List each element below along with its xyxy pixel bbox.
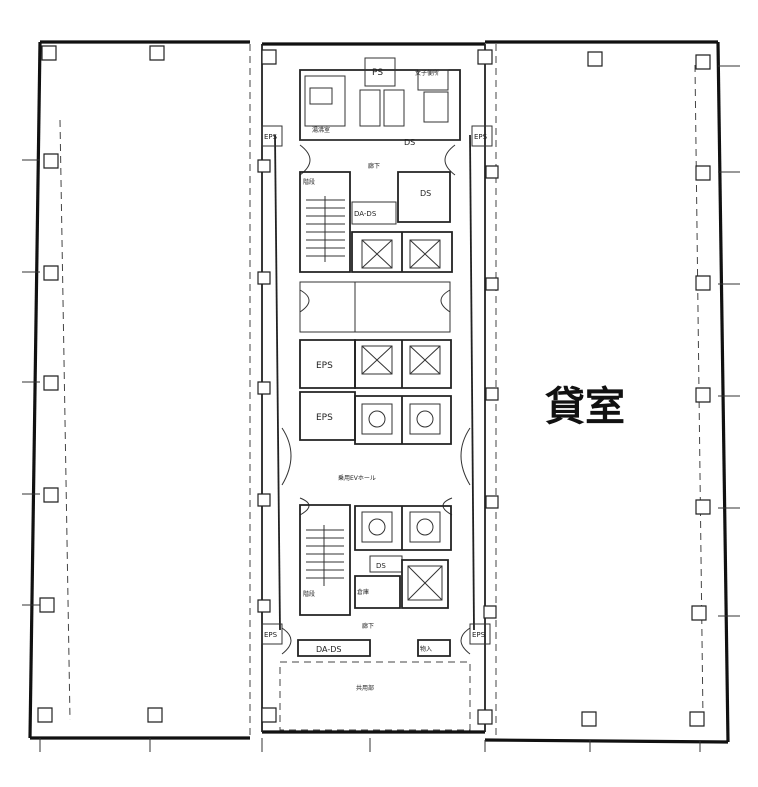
grid-lines	[22, 65, 740, 752]
eps-a-label: EPS	[316, 361, 333, 371]
kitchen-label: 湯沸室	[312, 126, 330, 134]
toilet-f-label: 女子便所	[415, 69, 439, 77]
core-top-block: PS DS 湯沸室 女子便所 廊下	[300, 58, 460, 175]
rental-room-label: 貸室	[545, 384, 625, 430]
eps-right-bottom-label: EPS	[472, 631, 486, 639]
common-area-label: 共用部	[356, 684, 374, 692]
ds-right-label: DS	[420, 189, 431, 198]
ps-label: PS	[372, 68, 383, 78]
core-middle: EPS EPS 乗用EVホール	[282, 282, 470, 485]
elevator-hall-label: 乗用EVホール	[338, 475, 376, 482]
columns	[38, 46, 710, 726]
eps-b-label: EPS	[316, 413, 333, 423]
da-ds-bottom-label: DA-DS	[316, 645, 341, 654]
closet-label: 物入	[420, 645, 432, 653]
eps-left-bottom-label: EPS	[264, 631, 278, 639]
storage-label: 倉庫	[357, 588, 369, 596]
core-eps-corners: EPS EPS EPS EPS	[262, 126, 492, 644]
core-upper-elevators: DS DA-DS	[352, 172, 452, 272]
ds-top-label: DS	[404, 138, 415, 147]
stair-top-label: 階段	[303, 178, 315, 186]
corridor-top-label: 廊下	[368, 162, 380, 170]
stair-bottom-label: 階段	[303, 590, 315, 598]
core-upper-stair: 階段	[300, 172, 350, 272]
ds-small-label: DS	[376, 562, 386, 570]
core-lower: 階段 DS 倉庫 廊下 DA-DS 物入 共用部	[280, 498, 470, 730]
corridor-bottom-label: 廊下	[362, 622, 374, 630]
eps-right-top-label: EPS	[474, 133, 488, 141]
eps-left-top-label: EPS	[264, 133, 278, 141]
da-ds-top-label: DA-DS	[354, 210, 377, 218]
